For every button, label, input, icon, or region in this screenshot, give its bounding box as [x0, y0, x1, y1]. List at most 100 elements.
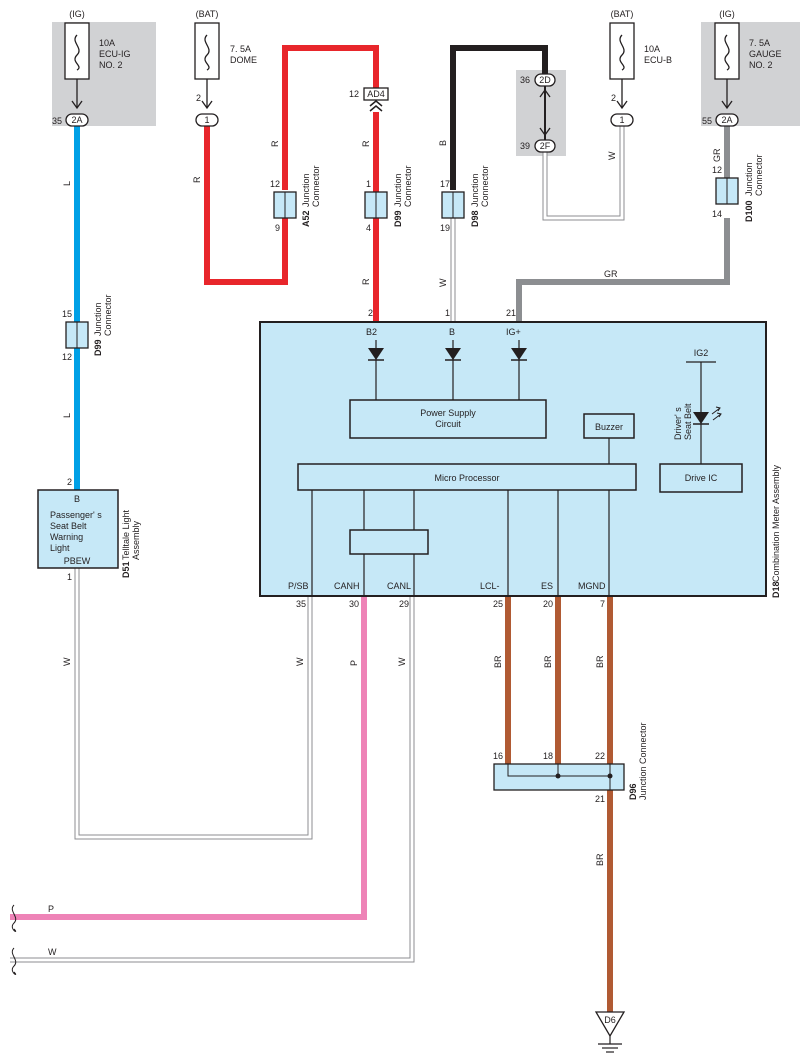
svg-text:(BAT): (BAT) [196, 9, 219, 19]
svg-text:Junction: Junction [301, 173, 311, 207]
svg-text:L: L [62, 181, 72, 186]
svg-text:Junction Connector: Junction Connector [638, 722, 648, 800]
svg-text:1: 1 [619, 115, 624, 125]
led-icon [693, 406, 722, 425]
svg-text:(IG): (IG) [719, 9, 735, 19]
svg-text:W: W [295, 657, 305, 666]
svg-text:2A: 2A [71, 115, 82, 125]
svg-text:9: 9 [275, 223, 280, 233]
svg-text:(BAT): (BAT) [611, 9, 634, 19]
svg-text:Connector: Connector [754, 154, 764, 196]
svg-text:Junction: Junction [744, 162, 754, 196]
svg-text:R: R [192, 176, 202, 183]
svg-text:R: R [361, 278, 371, 285]
svg-text:29: 29 [399, 599, 409, 609]
junction-d99-top: 1 4 D99 Junction Connector [364, 165, 413, 233]
svg-text:1: 1 [67, 572, 72, 582]
svg-text:(IG): (IG) [69, 9, 85, 19]
can-transceiver [349, 529, 429, 555]
svg-text:19: 19 [440, 223, 450, 233]
svg-text:AD4: AD4 [367, 89, 385, 99]
junction-d98: 17 19 D98 Junction Connector [440, 165, 490, 233]
svg-text:4: 4 [366, 223, 371, 233]
wire-break-p [11, 904, 17, 932]
svg-text:A52: A52 [301, 210, 311, 227]
wire-white-canl [10, 596, 415, 963]
fuse-ecu-ig: (IG) 10A ECU-IG NO. 2 35 2A [52, 9, 131, 127]
svg-text:35: 35 [296, 599, 306, 609]
svg-text:Assembly: Assembly [131, 520, 141, 560]
svg-text:BR: BR [493, 655, 503, 668]
wire-white-d51-psb [74, 568, 313, 840]
svg-text:D99: D99 [93, 339, 103, 356]
svg-text:39: 39 [520, 141, 530, 151]
svg-text:10A: 10A [99, 38, 115, 48]
svg-text:Power Supply: Power Supply [420, 408, 476, 418]
diode-b2 [368, 340, 384, 400]
svg-text:P: P [349, 660, 359, 666]
svg-text:1: 1 [366, 179, 371, 189]
junction-d99-left: 15 12 D99 Junction Connector [62, 294, 113, 362]
meter-pin-ig-num: 21 [506, 308, 516, 318]
svg-text:20: 20 [543, 599, 553, 609]
wire-gray-gr-meter [516, 218, 730, 322]
svg-text:21: 21 [595, 794, 605, 804]
svg-text:R: R [361, 140, 371, 147]
diode-b [445, 340, 461, 400]
svg-text:Junction: Junction [393, 173, 403, 207]
junction-d100: 12 14 D100 Junction Connector [712, 154, 764, 222]
svg-text:2F: 2F [540, 141, 551, 151]
svg-text:ES: ES [541, 581, 553, 591]
svg-text:Circuit: Circuit [435, 419, 461, 429]
svg-text:Light: Light [50, 543, 70, 553]
svg-text:12: 12 [270, 179, 280, 189]
svg-text:GR: GR [712, 148, 722, 162]
svg-text:Drive IC: Drive IC [685, 473, 718, 483]
svg-text:ECU-IG: ECU-IG [99, 49, 131, 59]
svg-text:D6: D6 [604, 1015, 616, 1025]
svg-text:12: 12 [712, 165, 722, 175]
ground-d6: D6 [594, 1011, 626, 1053]
svg-text:W: W [62, 657, 72, 666]
svg-text:15: 15 [62, 309, 72, 319]
svg-text:CANH: CANH [334, 581, 360, 591]
svg-text:B: B [438, 140, 448, 146]
junction-d96: 16 18 22 21 D96 Junction Connector [493, 722, 648, 804]
svg-text:Driver' s: Driver' s [673, 407, 683, 440]
telltale-d51: 2 B Passenger' s Seat Belt Warning Light… [37, 477, 141, 582]
power-supply-circuit [349, 399, 547, 439]
svg-text:Warning: Warning [50, 532, 83, 542]
svg-text:P/SB: P/SB [288, 581, 309, 591]
svg-text:35: 35 [52, 116, 62, 126]
svg-text:2: 2 [67, 477, 72, 487]
svg-text:25: 25 [493, 599, 503, 609]
svg-text:Connector: Connector [480, 165, 490, 207]
diode-ig [511, 340, 527, 400]
meter-pin-b-num: 1 [445, 308, 450, 318]
svg-text:D51: D51 [121, 561, 131, 578]
svg-text:Seat Belt: Seat Belt [683, 403, 693, 440]
svg-text:W: W [438, 278, 448, 287]
wire-break-w [11, 947, 17, 975]
svg-text:2: 2 [611, 93, 616, 103]
svg-text:36: 36 [520, 75, 530, 85]
svg-text:Seat Belt: Seat Belt [50, 521, 87, 531]
svg-text:2D: 2D [539, 75, 551, 85]
svg-text:Connector: Connector [403, 165, 413, 207]
svg-text:Combination Meter Assembly: Combination Meter Assembly [771, 464, 781, 582]
meter-pin-b2-term: B2 [366, 327, 377, 337]
svg-text:L: L [62, 413, 72, 418]
connector-ad4: 12 AD4 [349, 87, 389, 112]
svg-text:MGND: MGND [578, 581, 606, 591]
fuse-ecu-b: (BAT) 10A ECU-B 2 1 [609, 9, 672, 127]
meter-pin-b2-num: 2 [368, 308, 373, 318]
svg-text:GAUGE: GAUGE [749, 49, 782, 59]
connector-2f: 39 2F [520, 127, 556, 153]
svg-text:1: 1 [204, 115, 209, 125]
svg-text:P: P [48, 904, 54, 914]
svg-text:B: B [74, 494, 80, 504]
svg-text:D96: D96 [628, 783, 638, 800]
svg-text:Connector: Connector [103, 294, 113, 336]
svg-text:W: W [397, 657, 407, 666]
svg-text:W: W [607, 151, 617, 160]
